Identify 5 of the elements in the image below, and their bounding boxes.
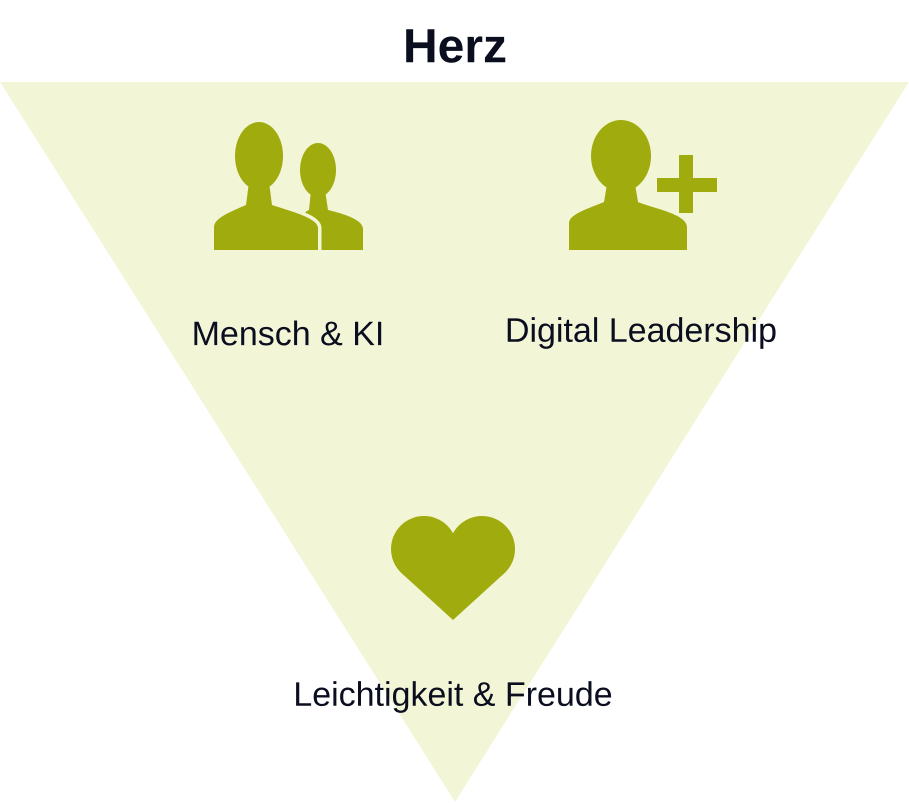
label: Digital Leadership [508,317,776,349]
label: Leichtigkeit & Freude [296,681,612,713]
triangle [0,82,909,802]
label: Mensch & KI [194,320,382,346]
title: Herz [406,29,506,63]
